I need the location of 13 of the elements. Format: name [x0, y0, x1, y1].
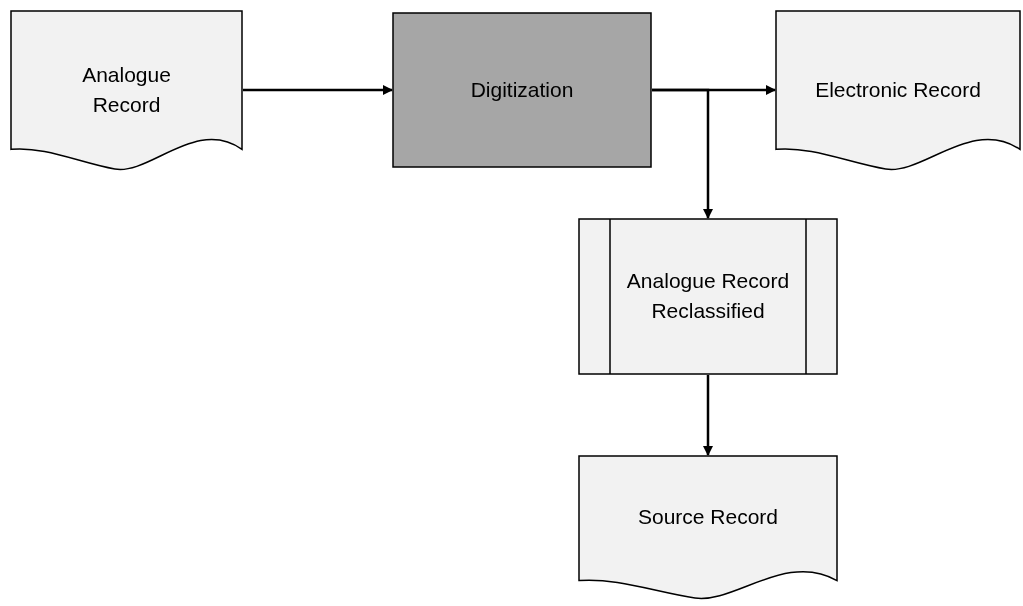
document-shape: [10, 10, 243, 172]
arrow: [243, 85, 393, 95]
node-label: Digitization: [470, 77, 574, 103]
node-label: Analogue Record: [81, 62, 172, 118]
predefined-process-box: [578, 218, 838, 375]
process-box: [392, 12, 652, 168]
node-label: Analogue Record Reclassified: [625, 268, 791, 324]
document-shape: [775, 10, 1021, 172]
node-label: Electronic Record: [815, 77, 981, 103]
arrow: [652, 88, 713, 219]
node-label: Source Record: [637, 504, 779, 530]
document-shape: [578, 455, 838, 601]
arrow: [703, 375, 713, 456]
